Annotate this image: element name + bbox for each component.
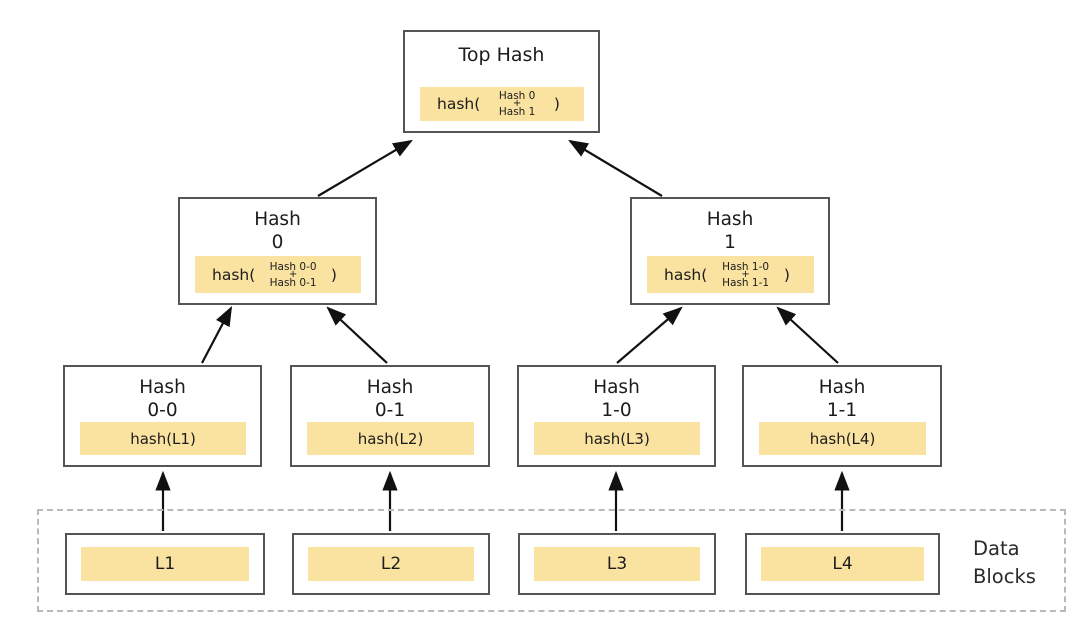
- hash-fn-close: ): [553, 95, 560, 113]
- hash-arg-bottom: Hash 1: [498, 106, 536, 118]
- hash-formula-band: hash(L2): [307, 422, 474, 455]
- node-title-line2: 1: [724, 232, 736, 253]
- arrow-hash00-to-hash0: [201, 306, 233, 364]
- hash-fn-close: ): [783, 265, 790, 284]
- data-blocks-caption-line1: Data: [973, 537, 1020, 560]
- plus-sign: +: [741, 268, 750, 280]
- plus-sign: +: [512, 98, 522, 109]
- arrow-hash1-to-top: [568, 139, 663, 197]
- node-title-line2: 0-1: [374, 400, 406, 421]
- hash-fn-close: ): [330, 265, 337, 284]
- hash-fn-open: hash(: [664, 265, 708, 284]
- node-title-line2: 1-1: [826, 400, 858, 421]
- data-block-label: L2: [308, 547, 474, 581]
- hash-arg-top: Hash 0: [498, 90, 536, 102]
- node-title: Hash 0: [180, 199, 375, 254]
- node-title-line1: Hash: [818, 377, 866, 398]
- hash-formula-band: hash( Hash 1-0 + Hash 1-1 ): [647, 256, 814, 293]
- arrow-hash11-to-hash1: [776, 306, 839, 364]
- node-title-line1: Hash: [706, 209, 754, 230]
- data-block-l4: L4: [745, 533, 940, 595]
- node-hash-0-0: Hash 0-0 hash(L1): [63, 365, 262, 467]
- data-block-label: L3: [534, 547, 700, 581]
- hash-arg-bottom: Hash 1-1: [722, 276, 770, 289]
- data-blocks-region: [37, 509, 1066, 612]
- node-title: Top Hash: [458, 44, 545, 66]
- node-hash-1-0: Hash 1-0 hash(L3): [517, 365, 716, 467]
- node-title-line2: 0: [271, 232, 284, 253]
- data-blocks-caption: Data Blocks: [973, 535, 1036, 591]
- hash-formula-band: hash(L1): [80, 422, 246, 455]
- hash-args: Hash 0-0 + Hash 0-1: [269, 260, 317, 289]
- data-block-label: L1: [81, 547, 249, 581]
- node-title: Hash 1-0: [519, 367, 714, 422]
- node-hash-0-1: Hash 0-1 hash(L2): [290, 365, 490, 467]
- node-title-line1: Hash: [593, 377, 640, 398]
- data-blocks-caption-line2: Blocks: [973, 565, 1036, 588]
- node-title-line1: Hash: [366, 377, 414, 398]
- node-title: Hash 0-0: [65, 367, 260, 422]
- hash-args: Hash 1-0 + Hash 1-1: [722, 260, 770, 289]
- node-title-line1: Hash: [139, 377, 186, 398]
- hash-arg-top: Hash 1-0: [722, 260, 770, 273]
- hash-formula-band: hash( Hash 0-0 + Hash 0-1 ): [195, 256, 361, 293]
- node-hash-1: Hash 1 hash( Hash 1-0 + Hash 1-1 ): [630, 197, 830, 305]
- hash-formula-band: hash(L4): [759, 422, 926, 455]
- hash-formula-band: hash(L3): [534, 422, 700, 455]
- data-block-l2: L2: [292, 533, 490, 595]
- hash-arg-bottom: Hash 0-1: [269, 276, 317, 289]
- node-title-line1: Hash: [254, 209, 301, 230]
- hash-fn-open: hash(: [212, 265, 256, 284]
- node-title-line2: 0-0: [147, 400, 178, 421]
- node-title: Hash 0-1: [292, 367, 488, 422]
- hash-args: Hash 0 + Hash 1: [498, 90, 536, 118]
- node-title-line2: 1-0: [601, 400, 632, 421]
- plus-sign: +: [288, 268, 298, 280]
- hash-fn-open: hash(: [437, 95, 481, 113]
- hash-formula-band: hash( Hash 0 + Hash 1 ): [420, 87, 584, 121]
- hash-arg-top: Hash 0-0: [269, 260, 317, 273]
- node-hash-0: Hash 0 hash( Hash 0-0 + Hash 0-1 ): [178, 197, 377, 305]
- arrow-hash01-to-hash0: [326, 306, 388, 364]
- data-block-label: L4: [761, 547, 924, 581]
- data-block-l3: L3: [518, 533, 716, 595]
- arrow-hash0-to-top: [317, 139, 413, 197]
- node-top-hash: Top Hash hash( Hash 0 + Hash 1 ): [403, 30, 600, 133]
- node-title: Hash 1-1: [744, 367, 940, 422]
- data-block-l1: L1: [65, 533, 265, 595]
- node-title: Hash 1: [632, 199, 828, 254]
- node-hash-1-1: Hash 1-1 hash(L4): [742, 365, 942, 467]
- arrow-hash10-to-hash1: [616, 306, 683, 364]
